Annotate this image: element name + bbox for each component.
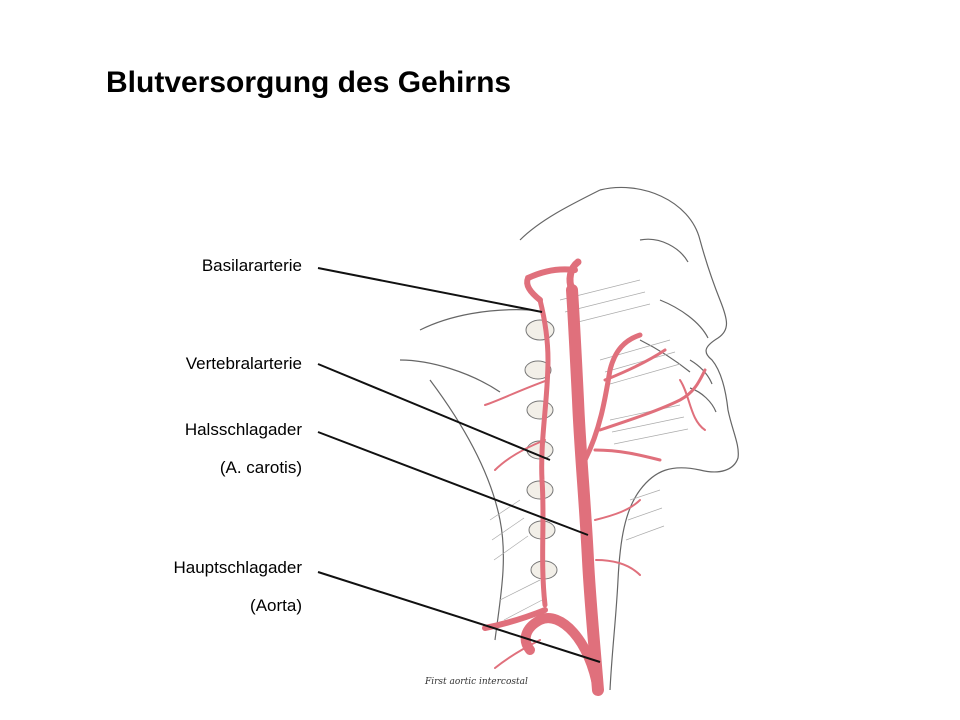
leader-lines bbox=[317, 267, 601, 663]
leader-line-basilar bbox=[317, 267, 543, 313]
external-carotid-artery bbox=[582, 332, 643, 463]
label-basilar-artery: Basilararterie bbox=[201, 256, 302, 275]
leader-line-carotid bbox=[317, 431, 589, 536]
maxillary-artery bbox=[603, 348, 667, 382]
branch-5 bbox=[494, 639, 541, 669]
leader-line-aorta bbox=[317, 571, 601, 663]
label-vertebral-artery: Vertebralarterie bbox=[185, 354, 302, 373]
leader-line-vertebral bbox=[317, 363, 551, 461]
arteries bbox=[482, 258, 707, 696]
label-aorta: Hauptschlagader bbox=[173, 558, 302, 577]
facial-artery bbox=[598, 368, 707, 432]
illustration-caption: First aortic intercostal bbox=[424, 677, 528, 687]
label-carotid-latin: (A. carotis) bbox=[219, 458, 302, 477]
lip-artery bbox=[679, 379, 706, 431]
branch-2 bbox=[494, 439, 546, 471]
branch-4 bbox=[595, 559, 641, 576]
branch-3 bbox=[594, 499, 641, 521]
label-aorta-latin: (Aorta) bbox=[250, 596, 302, 615]
internal-carotid-artery bbox=[566, 258, 582, 294]
label-carotid-artery: Halsschlagader bbox=[184, 420, 302, 439]
basilar-artery bbox=[524, 266, 578, 303]
branch-1 bbox=[484, 379, 549, 406]
lingual-artery bbox=[593, 448, 662, 462]
common-carotid-artery bbox=[566, 284, 604, 696]
slide-title: Blutversorgung des Gehirns bbox=[106, 66, 512, 99]
